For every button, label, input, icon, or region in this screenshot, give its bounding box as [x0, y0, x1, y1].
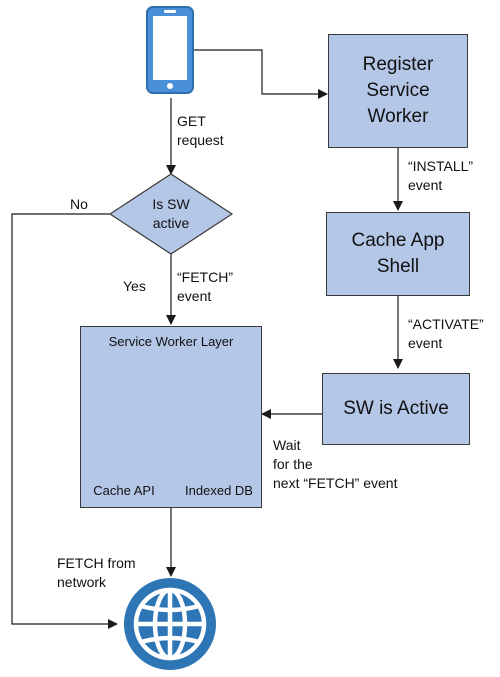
no-label: No	[70, 196, 88, 212]
globe-icon	[124, 578, 216, 670]
cache-app-shell-box: Cache App Shell	[326, 212, 470, 296]
sw-is-active-box: SW is Active	[322, 373, 470, 445]
layer-title: Service Worker Layer	[108, 334, 234, 349]
yes-label: Yes	[123, 278, 146, 294]
fetch-network-label: FETCH from network	[57, 555, 136, 590]
service-worker-layer: Service Worker Layer Cache API Indexed D…	[80, 326, 262, 508]
cache-api-label: Cache API	[93, 483, 155, 498]
register-service-worker-box: Register Service Worker	[328, 34, 468, 148]
get-request-label: GET request	[177, 113, 224, 148]
indexed-db-label: Indexed DB	[185, 483, 253, 498]
arrow-decision-no	[11, 213, 118, 629]
smartphone-icon	[146, 6, 194, 94]
fetch-event-label: “FETCH” event	[177, 269, 233, 304]
install-event-label: “INSTALL” event	[408, 158, 474, 193]
activate-event-label: “ACTIVATE” event	[408, 316, 484, 351]
decision-diamond	[108, 173, 234, 255]
arrow-phone-to-register	[194, 49, 328, 99]
decision-text: Is SW active	[152, 196, 190, 231]
wait-label: Wait for the next “FETCH” event	[273, 437, 398, 491]
